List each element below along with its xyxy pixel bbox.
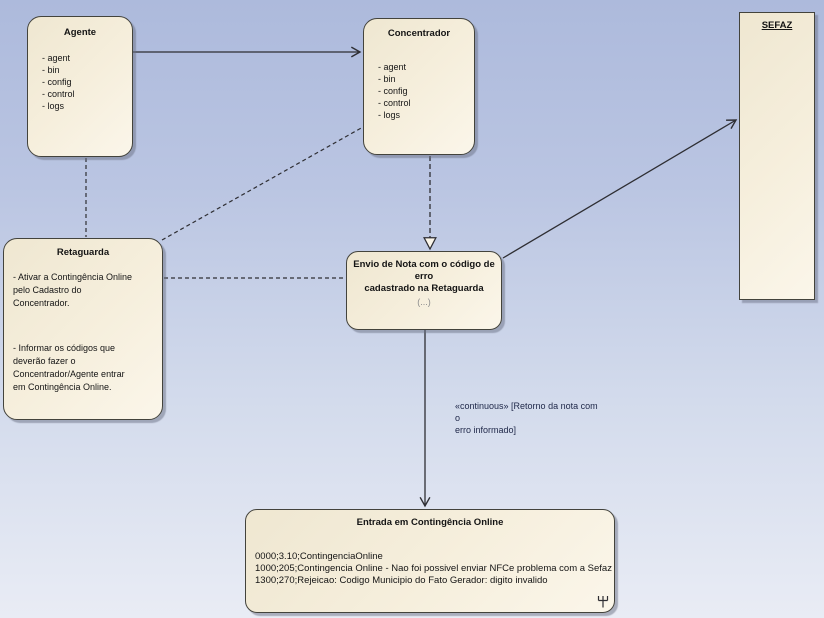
connector-label-continuous: «continuous» [Retorno da nota com o erro… — [455, 400, 605, 436]
rake-icon — [597, 596, 609, 608]
note-line: Concentrador/Agente entrar — [13, 369, 125, 379]
list-item: - config — [42, 77, 72, 87]
list-item: - bin — [42, 65, 60, 75]
list-item: - logs — [42, 101, 65, 111]
node-sefaz[interactable]: SEFAZ — [739, 12, 815, 300]
list-item: - config — [378, 86, 408, 96]
node-agente-title: Agente — [63, 27, 97, 38]
node-agente-items: - agent - bin - config - control - logs — [28, 52, 132, 112]
node-entrada-contingencia[interactable]: Entrada em Contingência Online 0000;3.10… — [245, 509, 615, 613]
node-entrada-codes: 0000;3.10;ContingenciaOnline 1000;205;Co… — [246, 551, 614, 587]
node-concentrador-items: - agent - bin - config - control - logs — [364, 61, 474, 121]
list-item: - control — [378, 98, 411, 108]
node-envio-de-nota[interactable]: Envio de Nota com o código de erro cadas… — [346, 251, 502, 330]
list-item: - agent — [378, 62, 407, 72]
note-line: - Ativar a Contingência Online — [13, 272, 133, 282]
code-line: 1000;205;Contingencia Online - Nao foi p… — [255, 563, 612, 574]
note-line: pelo Cadastro do — [13, 285, 82, 295]
node-sefaz-title: SEFAZ — [761, 20, 793, 31]
node-entrada-title: Entrada em Contingência Online — [356, 517, 504, 528]
note-line: em Contingência Online. — [13, 382, 112, 392]
node-retaguarda-note1: - Ativar a Contingência Online pelo Cada… — [4, 271, 162, 310]
connector-label-line: «continuous» [Retorno da nota com o — [455, 401, 598, 423]
node-retaguarda-note2: - Informar os códigos que deverão fazer … — [4, 342, 162, 394]
list-item: - agent — [42, 53, 71, 63]
list-item: - logs — [378, 110, 401, 120]
connector-retaguarda-concentrador[interactable] — [161, 126, 364, 241]
node-envio-title-line2: cadastrado na Retaguarda — [364, 283, 484, 294]
note-line: deverão fazer o — [13, 356, 76, 366]
list-item: - control — [42, 89, 75, 99]
collapsed-indicator: (...) — [417, 297, 431, 307]
connector-label-line: erro informado] — [455, 425, 517, 435]
node-concentrador-title: Concentrador — [387, 28, 451, 39]
list-item: - bin — [378, 74, 396, 84]
code-line: 0000;3.10;ContingenciaOnline — [255, 551, 383, 562]
node-retaguarda[interactable]: Retaguarda - Ativar a Contingência Onlin… — [3, 238, 163, 420]
note-line: Concentrador. — [13, 298, 70, 308]
node-agente[interactable]: Agente - agent - bin - config - control … — [27, 16, 133, 157]
connector-envio-sefaz[interactable] — [502, 119, 738, 259]
note-line: - Informar os códigos que — [13, 343, 116, 353]
node-concentrador[interactable]: Concentrador - agent - bin - config - co… — [363, 18, 475, 155]
code-line: 1300;270;Rejeicao: Codigo Municipio do F… — [255, 575, 548, 586]
node-retaguarda-title: Retaguarda — [56, 247, 110, 258]
node-envio-title-line1: Envio de Nota com o código de erro — [353, 259, 495, 282]
